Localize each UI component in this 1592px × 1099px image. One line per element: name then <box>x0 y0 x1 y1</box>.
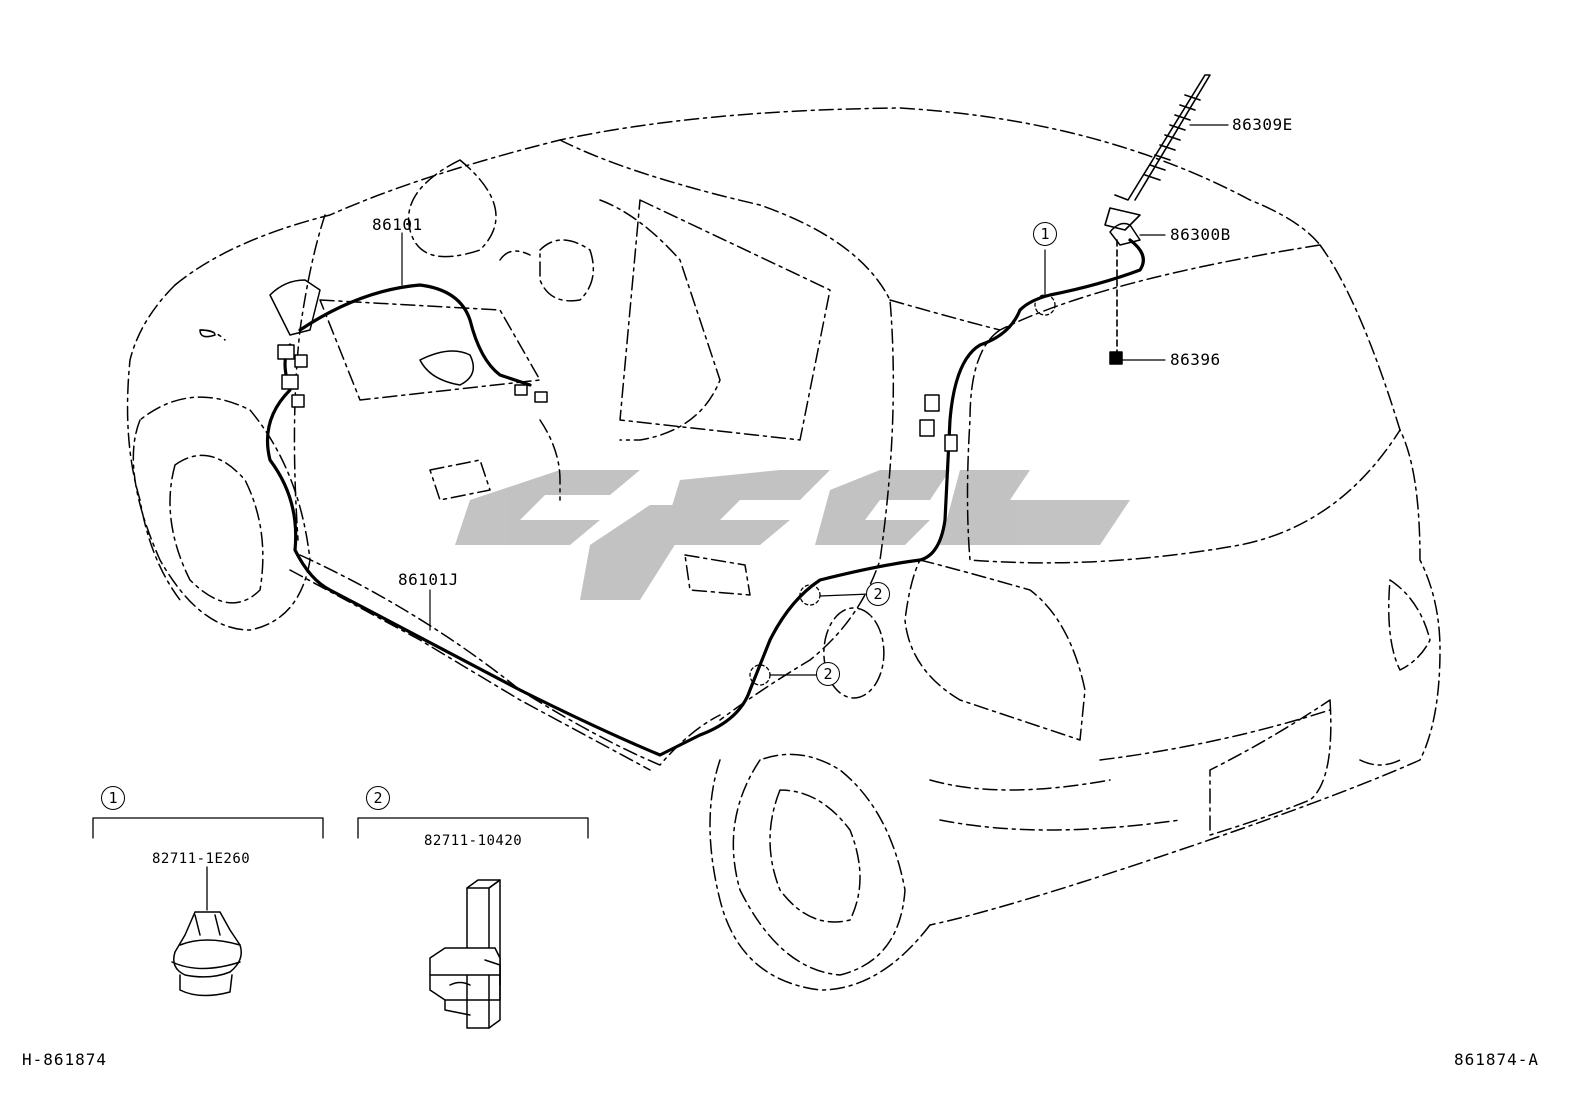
callout-1-diagram: 1 <box>1033 222 1057 246</box>
part-label-clip-1: 82711-1E260 <box>152 851 251 867</box>
clip-2-illustration <box>429 879 501 1029</box>
part-label-antenna-rod: 86309E <box>1232 115 1293 134</box>
callout-2-diagram-lower: 2 <box>816 662 840 686</box>
callout-2-detail: 2 <box>366 786 390 810</box>
callout-2-diagram-upper: 2 <box>866 582 890 606</box>
part-label-antenna-nut: 86396 <box>1170 350 1221 369</box>
part-label-front-cord: 86101 <box>372 215 423 234</box>
clip-1-illustration <box>171 911 242 997</box>
part-label-clip-2: 82711-10420 <box>424 833 523 849</box>
footer-right-code: 861874-A <box>1454 1050 1540 1069</box>
callout-1-detail: 1 <box>101 786 125 810</box>
part-label-antenna-base: 86300B <box>1170 225 1231 244</box>
part-label-side-cord: 86101J <box>398 570 459 589</box>
footer-left-code: H-861874 <box>22 1050 108 1069</box>
watermark-logo <box>455 470 1130 600</box>
